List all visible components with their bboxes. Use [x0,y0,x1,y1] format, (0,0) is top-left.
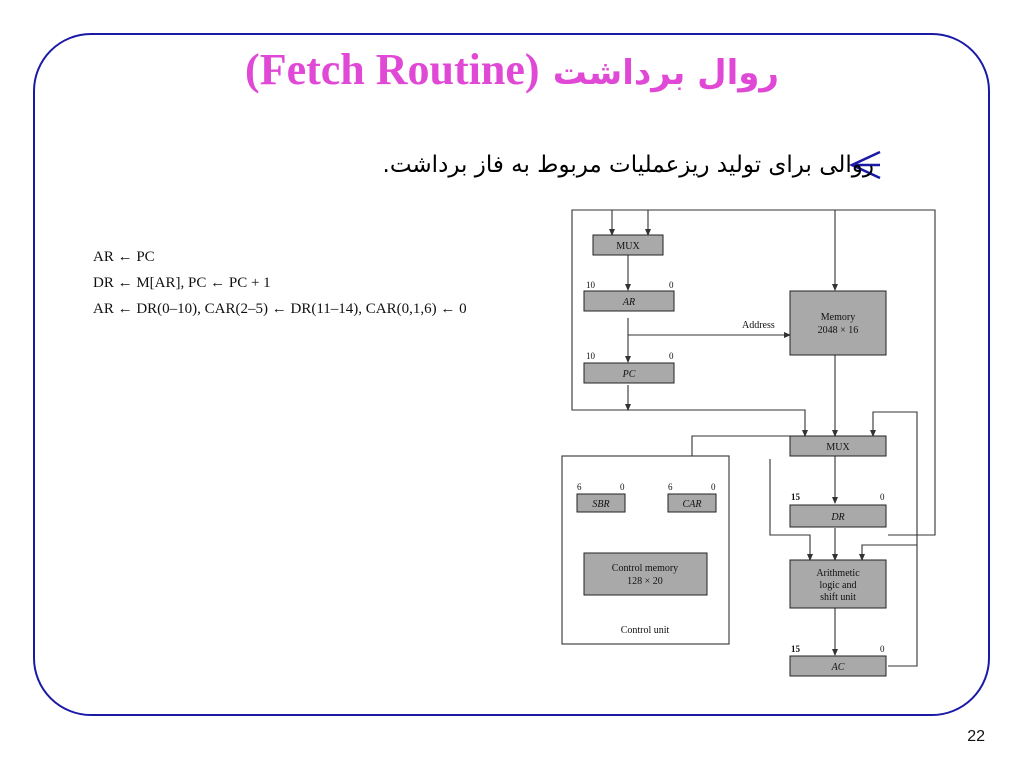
mux-top-label: MUX [616,241,640,252]
slide-frame [33,33,990,716]
bullet-text: روالی برای تولید ریزعملیات مربوط به فاز … [382,152,874,178]
title-persian: روال برداشت [552,53,779,93]
control-memory-label-line2: 128 × 20 [627,576,663,587]
dr-register [789,504,887,528]
pc-label: PC [622,369,636,380]
pc-high-bit: 10 [586,351,596,361]
bullet-arrow-icon [848,150,881,180]
sbr-register [576,493,626,513]
sbr-label: SBR [592,499,609,510]
pc-register [583,362,675,384]
car-register [667,493,717,513]
sbr-low-bit: 0 [620,482,625,492]
memory-block [789,290,887,356]
ac-low-bit: 0 [880,644,885,654]
bus-wires [571,209,936,667]
alu-label-line3: shift unit [820,592,856,603]
memory-label-line1: Memory [821,312,855,323]
car-label: CAR [683,499,702,510]
control-memory-block [583,552,708,596]
slide-title: روال برداشت (Fetch Routine) [0,44,1024,95]
control-unit-label: Control unit [621,625,670,636]
alu-block [789,559,887,609]
equation-line-2: DR ← M[AR], PC ← PC + 1 [93,275,271,291]
equation-line-1: AR ← PC [93,249,155,265]
alu-label-line2: logic and [820,580,857,591]
page-number: 22 [967,728,985,745]
mux-middle-label: MUX [826,442,850,453]
address-label: Address [742,320,775,331]
car-low-bit: 0 [711,482,716,492]
equation-line-3: AR ← DR(0–10), CAR(2–5) ← DR(11–14), CAR… [93,301,467,317]
sbr-high-bit: 6 [577,482,582,492]
pc-low-bit: 0 [669,351,674,361]
alu-label-line1: Arithmetic [816,568,860,579]
dr-low-bit: 0 [880,492,885,502]
title-english: (Fetch Routine) [245,45,540,94]
dr-high-bit: 15 [791,492,801,502]
control-unit-box [561,455,730,645]
ar-label: AR [622,297,635,308]
mux-middle [789,435,887,457]
car-high-bit: 6 [668,482,673,492]
ar-high-bit: 10 [586,280,596,290]
dr-label: DR [830,512,844,523]
ac-label: AC [831,662,845,673]
mux-top [592,234,664,256]
equations: AR ← PC DR ← M[AR], PC ← PC + 1 AR ← DR(… [93,244,467,322]
ac-register [789,655,887,677]
control-memory-label-line1: Control memory [612,563,678,574]
ac-high-bit: 15 [791,644,801,654]
memory-label-line2: 2048 × 16 [818,325,859,336]
ar-low-bit: 0 [669,280,674,290]
basic-computer-block-diagram: MUX 10 0 AR 10 0 PC Address Memory 2048 … [561,209,936,677]
ar-register [583,290,675,312]
